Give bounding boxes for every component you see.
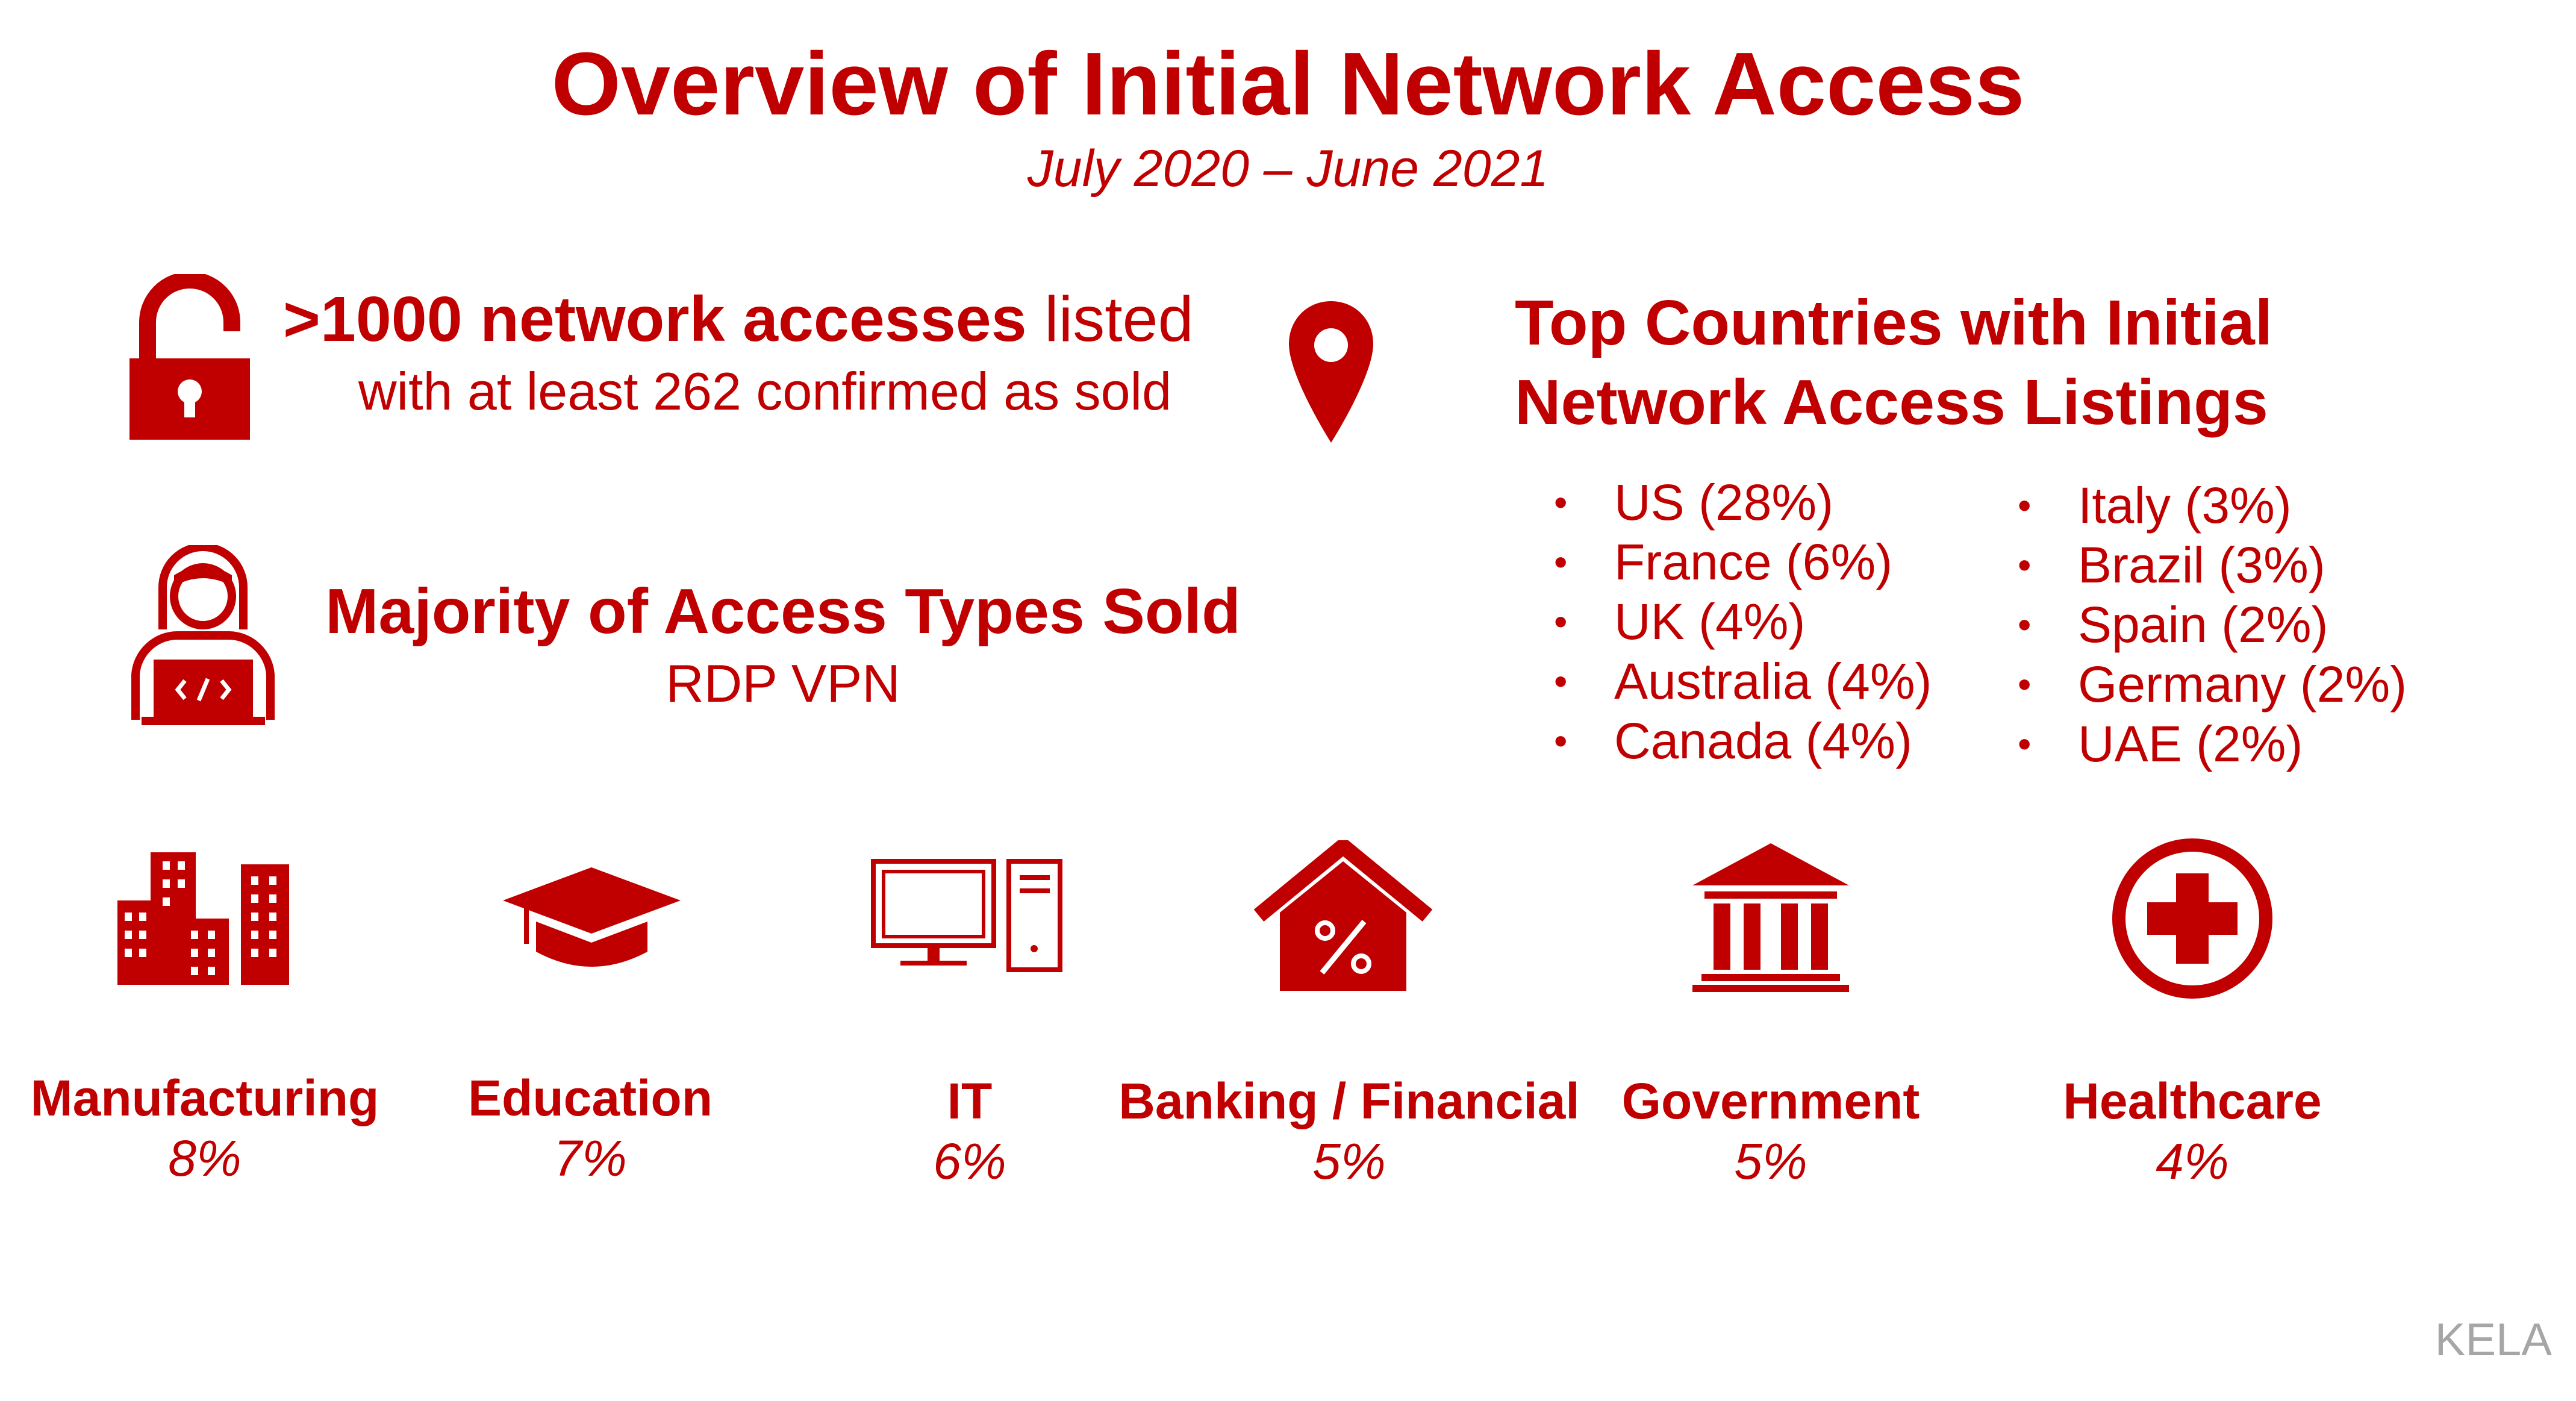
list-item: France (6%)	[1542, 532, 1932, 592]
buildings-icon	[117, 852, 289, 985]
country-list-left: US (28%) France (6%) UK (4%) Australia (…	[1542, 473, 1932, 771]
top-countries-heading-line1: Top Countries with Initial	[1515, 287, 2273, 358]
sector-pct-it: 6%	[933, 1133, 1006, 1190]
sector-label-it: IT	[947, 1073, 993, 1129]
list-item: Canada (4%)	[1542, 711, 1932, 771]
list-item: US (28%)	[1542, 473, 1932, 532]
sector-label-government: Government	[1621, 1073, 1920, 1129]
desktop-computer-icon	[871, 859, 1062, 972]
sector-pct-healthcare: 4%	[2156, 1133, 2229, 1190]
list-item: Spain (2%)	[2006, 595, 2407, 655]
sector-pct-banking: 5%	[1312, 1133, 1386, 1190]
sector-label-banking: Banking / Financial	[1118, 1073, 1580, 1129]
count-rest: listed	[1026, 284, 1194, 355]
open-padlock-icon	[129, 274, 250, 440]
page-subtitle: July 2020 – June 2021	[1027, 140, 1549, 198]
sector-label-manufacturing: Manufacturing	[30, 1070, 379, 1126]
sector-label-healthcare: Healthcare	[2063, 1073, 2322, 1129]
top-countries-heading: Top Countries with Initial Network Acces…	[1515, 283, 2418, 442]
sector-pct-education: 7%	[554, 1130, 627, 1187]
page-title: Overview of Initial Network Access	[551, 34, 2025, 134]
list-item: Australia (4%)	[1542, 652, 1932, 711]
country-list-right: Italy (3%) Brazil (3%) Spain (2%) German…	[2006, 476, 2407, 774]
list-item: Germany (2%)	[2006, 655, 2407, 714]
list-item: UK (4%)	[1542, 592, 1932, 652]
government-building-icon	[1692, 843, 1849, 992]
access-types-value: RDP VPN	[666, 654, 900, 713]
access-types-heading: Majority of Access Types Sold	[325, 576, 1241, 647]
network-access-count: >1000 network accesses listed	[283, 283, 1307, 355]
list-item: Brazil (3%)	[2006, 535, 2407, 595]
list-item: UAE (2%)	[2006, 714, 2407, 774]
confirmed-sold-text: with at least 262 confirmed as sold	[358, 361, 1172, 421]
count-bold: >1000 network accesses	[283, 284, 1027, 355]
list-item: Italy (3%)	[2006, 476, 2407, 535]
medical-cross-icon	[2112, 838, 2272, 999]
location-pin-icon	[1289, 301, 1373, 443]
top-countries-heading-line2: Network Access Listings	[1515, 367, 2268, 438]
graduation-cap-icon	[503, 867, 681, 967]
sector-pct-manufacturing: 8%	[168, 1130, 242, 1187]
sector-label-education: Education	[467, 1070, 713, 1126]
sector-pct-government: 5%	[1734, 1133, 1807, 1190]
brand-mark: KELA	[2434, 1314, 2552, 1365]
house-percent-icon	[1253, 840, 1433, 991]
person-laptop-icon	[131, 545, 275, 725]
